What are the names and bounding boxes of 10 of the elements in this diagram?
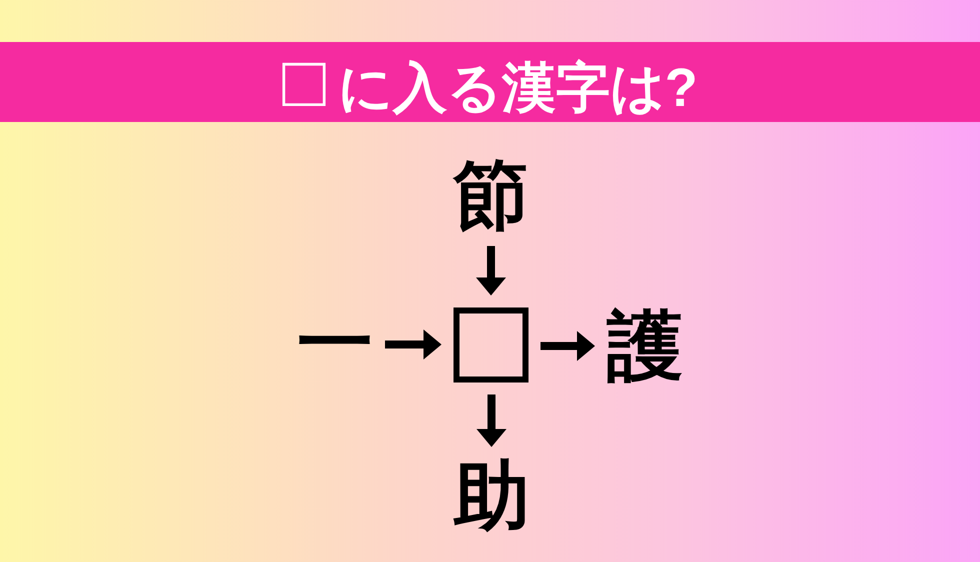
arrow <box>476 394 506 447</box>
arrow <box>540 331 595 361</box>
kanji-text: 節 <box>453 158 529 234</box>
arrow <box>385 330 442 360</box>
arrow <box>476 246 506 296</box>
kanji-text: 助 <box>454 459 530 535</box>
kanji-text: 護 <box>607 309 683 385</box>
kanji-text: 一 <box>297 306 373 382</box>
title: □に入る漢字は? <box>282 46 698 118</box>
blank-box <box>454 308 528 382</box>
